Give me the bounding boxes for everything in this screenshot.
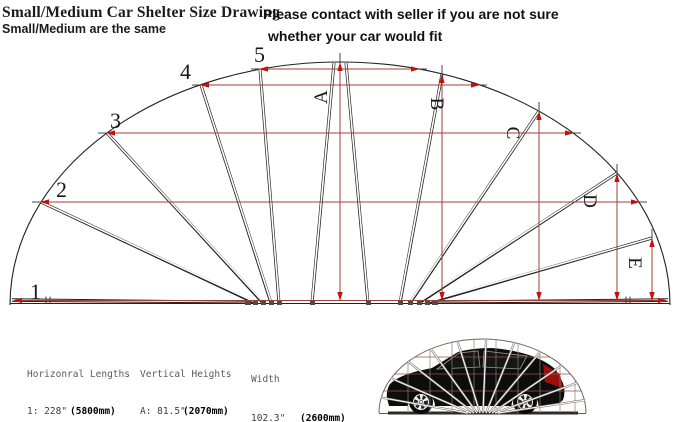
label-A: A	[311, 90, 332, 104]
label-E: E	[624, 257, 645, 269]
height-A-metric: (2070mm)	[183, 406, 229, 417]
label-3: 3	[110, 108, 121, 133]
table-row: A: 81.5"(2070mm)	[140, 406, 232, 418]
horizontal-lengths-title: Horizonral Lengths	[27, 369, 130, 380]
horizontal-lengths-table: Horizonral Lengths 1: 228"(5800mm) 2: 20…	[27, 345, 130, 422]
length-1-imperial: 1: 228"	[27, 406, 68, 417]
seller-notice-line1: Please contact with seller if you are no…	[263, 6, 559, 22]
label-B: B	[426, 98, 447, 111]
car-front-wheel	[409, 390, 433, 414]
mini-dome-arc	[378, 338, 587, 414]
width-title: Width	[251, 374, 280, 385]
car-in-shelter-illustration	[378, 338, 587, 415]
label-2: 2	[56, 177, 67, 202]
label-D: D	[579, 194, 600, 208]
height-A-imperial: A: 81.5"	[140, 406, 186, 417]
width-metric: (2600mm)	[300, 413, 346, 422]
ribs-outline	[40, 62, 653, 305]
label-1: 1	[30, 279, 41, 304]
vertical-heights-title: Vertical Heights	[140, 369, 232, 380]
mini-ribs-core	[381, 338, 585, 414]
label-C: C	[502, 127, 523, 140]
car-taillight	[543, 364, 563, 388]
car-side-window	[482, 350, 528, 370]
width-table: Width 102.3" (2600mm)	[251, 350, 346, 422]
seller-notice: Please contact with seller if you are no…	[263, 3, 559, 47]
page-title: Small/Medium Car Shelter Size Drawing	[2, 4, 281, 21]
label-4: 4	[180, 59, 191, 84]
length-1-metric: (5800mm)	[70, 406, 116, 417]
label-5: 5	[254, 42, 265, 67]
dimension-labels: 1 2 3 4 5 A B C D E	[30, 42, 645, 304]
vertical-heights-table: Vertical Heights A: 81.5"(2070mm) B: 80"…	[140, 345, 232, 422]
dimension-lines	[13, 62, 667, 304]
table-row: 102.3" (2600mm)	[251, 413, 346, 422]
ribs-core	[40, 62, 653, 303]
mini-dome-frame	[378, 338, 587, 415]
car-mirror	[445, 364, 453, 370]
page-subtitle: Small/Medium are the same	[2, 22, 166, 36]
width-imperial: 102.3"	[251, 413, 286, 422]
seller-notice-line2: whether your car would fit	[268, 28, 443, 44]
table-row: 1: 228"(5800mm)	[27, 406, 130, 418]
